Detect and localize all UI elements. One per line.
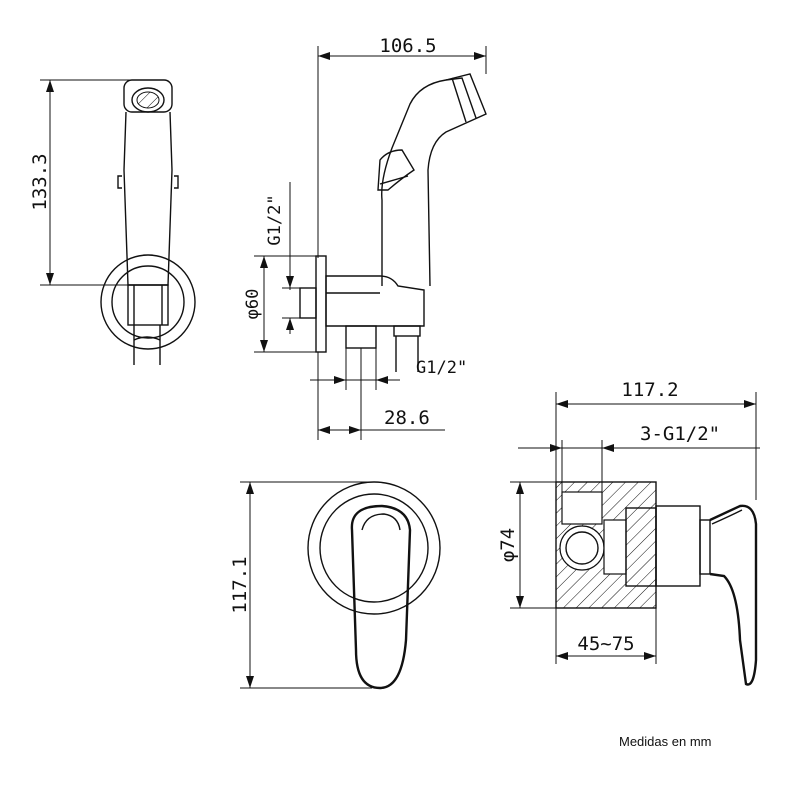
dim-handle-height: 117.1	[229, 556, 251, 613]
dim-diameter-plate: φ60	[243, 289, 263, 320]
spray-side-view: 133.3	[29, 79, 196, 365]
dim-thread-top: G1/2"	[265, 194, 285, 245]
dim-height-spray: 133.3	[29, 153, 51, 210]
spray-nozzle-mesh	[136, 91, 160, 109]
spray-front-view: 106.5 G1/2" φ60 G1/2" 28.6	[243, 35, 487, 440]
valve-handle-front-view: 117.1	[229, 481, 441, 690]
dim-wall-depth: 45~75	[577, 633, 634, 655]
dim-valve-length: 117.2	[621, 379, 678, 401]
dim-valve-diameter: φ74	[497, 528, 519, 562]
dim-length-spray: 106.5	[379, 35, 436, 57]
dim-thread-bottom: G1/2"	[416, 358, 467, 378]
units-note: Medidas en mm	[619, 734, 712, 749]
dim-valve-threads: 3-G1/2"	[640, 423, 720, 445]
dim-offset: 28.6	[384, 407, 430, 429]
valve-section-view: 117.2 3-G1/2" φ74 45~75	[497, 379, 760, 686]
